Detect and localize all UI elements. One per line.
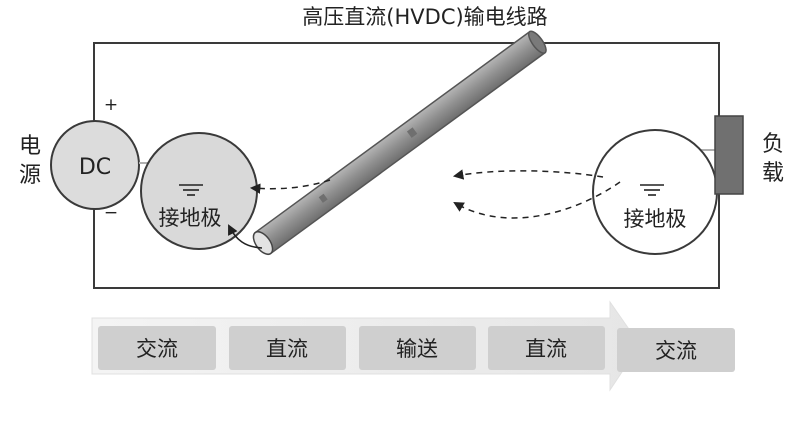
process-step-4: 直流: [488, 326, 605, 370]
process-step-label: 直流: [266, 337, 308, 361]
load-side-label-1: 负: [762, 132, 784, 157]
left-ground-electrode: [140, 132, 258, 250]
dc-source-label: DC: [79, 155, 111, 180]
source-side-label-1: 电: [19, 134, 41, 159]
process-step-3: 输送: [359, 326, 476, 370]
process-step-label: 交流: [655, 339, 697, 363]
process-step-label: 交流: [136, 337, 178, 361]
hvdc-cable: [252, 30, 547, 256]
dc-source: [50, 120, 140, 210]
ground-current-arrow-left-upper: [249, 179, 331, 194]
source-side-label-2: 源: [19, 163, 41, 188]
left-electrode-label: 接地极: [159, 206, 222, 230]
load-side-label-2: 载: [762, 161, 784, 186]
load-box: [714, 115, 744, 195]
process-step-2: 直流: [229, 326, 346, 370]
diagram-title: 高压直流(HVDC)输电线路: [302, 5, 547, 29]
ground-current-arrow-upper: [452, 169, 604, 180]
process-step-label: 输送: [396, 337, 438, 361]
process-step-5: 交流: [617, 328, 735, 372]
right-electrode-label: 接地极: [624, 207, 687, 231]
left-ground-icon: [179, 184, 203, 196]
process-step-1: 交流: [98, 326, 216, 370]
right-ground-electrode: [592, 129, 718, 255]
right-ground-icon: [640, 184, 664, 196]
process-step-label: 直流: [525, 337, 567, 361]
minus-sign: −: [104, 203, 118, 223]
plus-sign: +: [104, 95, 118, 115]
ground-current-arrow-left-lower: [228, 224, 263, 249]
